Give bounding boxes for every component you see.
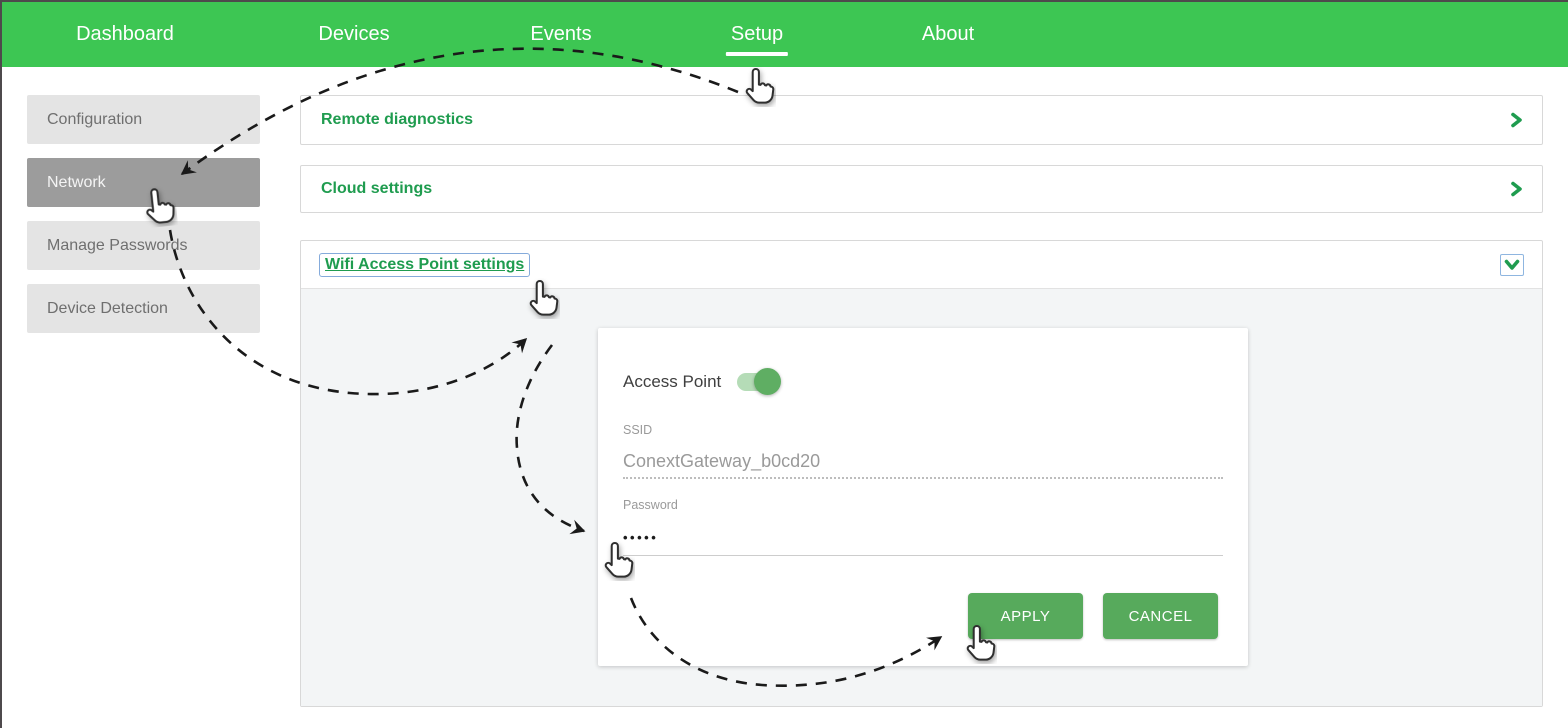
ssid-label: SSID xyxy=(623,423,653,437)
nav-item-dashboard[interactable]: Dashboard xyxy=(76,2,174,67)
toggle-thumb xyxy=(754,368,782,395)
panel-header-cloud-settings[interactable]: Cloud settings xyxy=(301,166,1542,212)
sidebar-item-manage-passwords[interactable]: Manage Passwords xyxy=(27,221,260,270)
chevron-right-icon xyxy=(1511,181,1522,197)
password-label: Password xyxy=(623,498,678,512)
apply-button[interactable]: APPLY xyxy=(968,593,1083,639)
chevron-down-icon xyxy=(1504,259,1520,270)
nav-item-events[interactable]: Events xyxy=(530,2,591,67)
nav-item-devices[interactable]: Devices xyxy=(318,2,389,67)
wifi-settings-link[interactable]: Wifi Access Point settings xyxy=(319,252,531,277)
sidebar-item-label: Network xyxy=(47,173,106,191)
wifi-settings-card: Access Point SSID ConextGateway_b0cd20 P… xyxy=(598,328,1248,666)
nav-item-about[interactable]: About xyxy=(922,2,974,67)
nav-item-label: Devices xyxy=(318,23,390,45)
nav-item-label: Events xyxy=(530,23,592,45)
panel-title: Cloud settings xyxy=(321,180,433,197)
active-tab-underline xyxy=(725,52,788,56)
panel-cloud-settings: Cloud settings xyxy=(300,165,1543,213)
sidebar-item-network[interactable]: Network xyxy=(27,158,260,207)
panel-remote-diagnostics: Remote diagnostics xyxy=(300,95,1543,145)
ssid-input: ConextGateway_b0cd20 xyxy=(623,443,1223,479)
chevron-right-icon xyxy=(1511,112,1522,128)
nav-item-label: Setup xyxy=(730,23,784,45)
sidebar-item-configuration[interactable]: Configuration xyxy=(27,95,260,144)
access-point-toggle[interactable] xyxy=(737,368,782,395)
panel-header-remote-diagnostics[interactable]: Remote diagnostics xyxy=(301,96,1542,144)
cancel-button[interactable]: CANCEL xyxy=(1103,593,1218,639)
sidebar-item-device-detection[interactable]: Device Detection xyxy=(27,284,260,333)
button-row: APPLY CANCEL xyxy=(968,593,1218,639)
panel-wifi-access-point: Wifi Access Point settings Access Point … xyxy=(300,240,1543,707)
access-point-label: Access Point xyxy=(623,372,722,391)
collapse-toggle-box[interactable] xyxy=(1500,253,1524,276)
panel-title: Remote diagnostics xyxy=(321,111,474,128)
sidebar-item-label: Device Detection xyxy=(47,299,168,317)
nav-item-label: Dashboard xyxy=(76,23,174,45)
nav-item-setup[interactable]: Setup xyxy=(725,2,788,67)
access-point-row: Access Point xyxy=(623,368,782,395)
top-nav: Dashboard Devices Events Setup About xyxy=(2,2,1568,67)
sidebar-item-label: Manage Passwords xyxy=(47,236,188,254)
panel-header-wifi[interactable]: Wifi Access Point settings xyxy=(301,241,1542,288)
sidebar-item-label: Configuration xyxy=(47,110,143,128)
nav-item-label: About xyxy=(921,23,975,45)
password-input[interactable]: ••••• xyxy=(623,520,1223,556)
